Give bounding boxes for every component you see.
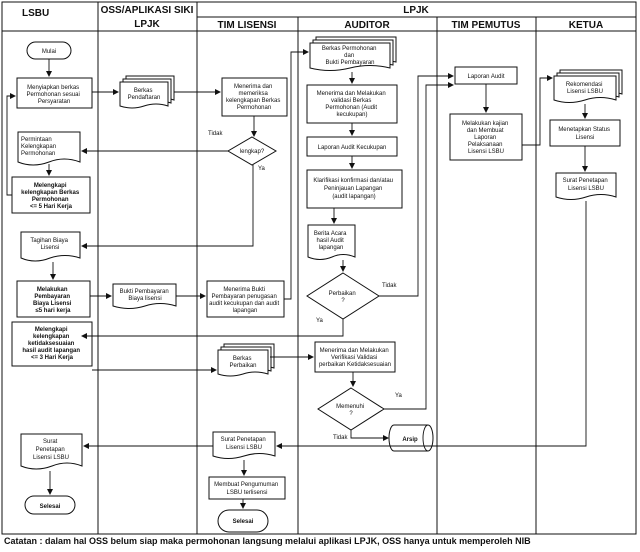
connectors — [6, 49, 588, 509]
node-lengkap-decision: lengkap? — [227, 136, 277, 166]
svg-text:Selesai: Selesai — [233, 519, 254, 525]
label-tidak-perbaikan: Tidak — [382, 283, 397, 289]
svg-text:Berkas Permohonan dan: Berkas Permohonan dan Bukti Pembayaran — [322, 46, 378, 66]
label-ya-memenuhi: Ya — [395, 393, 403, 399]
node-menerima-bukti: Menerima Bukti Pembayaran penugasan audi… — [206, 280, 285, 318]
node-perbaikan-decision: Perbaikan ? — [306, 272, 380, 320]
svg-text:Mulai: Mulai — [42, 49, 56, 55]
header-oss-sub: LPJK — [134, 19, 160, 30]
svg-text:Laporan Audit: Laporan Audit — [467, 74, 504, 80]
svg-text:Melengkapi kelengkapan: Melengkapi kelengkapan ketidaksesuaian h… — [22, 327, 81, 361]
header-auditor: AUDITOR — [344, 20, 390, 31]
svg-text:Perbaikan ?: Perbaikan ? — [329, 291, 358, 304]
node-menerima-memeriksa: Menerima dan memeriksa kelengkapan Berka… — [221, 77, 288, 117]
node-melengkapi-ketidaksesuaian: Melengkapi kelengkapan ketidaksesuaian h… — [11, 321, 93, 367]
svg-text:lengkap?: lengkap? — [240, 149, 265, 155]
svg-text:Melakukan Pembayaran: Melakukan Pembayaran Biaya Lisensi ≤5 ha… — [33, 287, 73, 314]
svg-text:Laporan Audit Kecukupan: Laporan Audit Kecukupan — [318, 145, 387, 151]
node-melakukan-pembayaran: Melakukan Pembayaran Biaya Lisensi ≤5 ha… — [16, 280, 91, 318]
node-berkas-permohonan-pembayaran: Berkas Permohonan dan Bukti Pembayaran — [309, 36, 397, 71]
svg-text:Melakukan kajian dan Mem: Melakukan kajian dan Membuat Laporan Pel… — [462, 121, 510, 155]
svg-text:Membuat Pengumuman LSBU: Membuat Pengumuman LSBU terlisensi — [214, 482, 280, 496]
svg-text:Berkas Pendaftaran: Berkas Pendaftaran — [128, 88, 161, 101]
svg-text:Berita Acara hasil Audit: Berita Acara hasil Audit lapangan — [314, 231, 348, 251]
node-selesai-tl: Selesai — [217, 509, 269, 533]
label-ya-lengkap: Ya — [258, 166, 266, 172]
svg-text:Menerima dan Melakukan v: Menerima dan Melakukan validasi Berkas P… — [317, 91, 388, 118]
node-laporan-kecukupan: Laporan Audit Kecukupan — [306, 136, 398, 157]
svg-text:Rekomendasi Lisensi LSBU: Rekomendasi Lisensi LSBU — [566, 82, 604, 95]
svg-text:Berkas Perbaikan: Berkas Perbaikan — [229, 356, 256, 369]
label-tidak-memenuhi: Tidak — [333, 435, 348, 441]
node-klarifikasi: Klarifikasi konfirmasi dan/atau Peninjau… — [306, 169, 403, 209]
node-arsip: Arsip — [388, 424, 434, 452]
node-bukti-pembayaran: Bukti Pembayaran Biaya lisensi — [112, 283, 177, 309]
node-selesai-lsbu: Selesai — [24, 495, 76, 515]
node-menyiapkan-berkas: Menyiapkan berkas Permohonan sesuai Pers… — [16, 77, 93, 109]
header-lpjk: LPJK — [403, 5, 429, 16]
svg-text:Memenuhi ?: Memenuhi ? — [336, 404, 366, 417]
svg-text:Surat Penetapan Lisensi: Surat Penetapan Lisensi LSBU — [221, 437, 268, 451]
node-mulai: Mulai — [26, 41, 72, 60]
svg-text:Permintaan Kelengkapan: Permintaan Kelengkapan Permohonan — [21, 137, 58, 157]
node-surat-penetapan-ketua: Surat Penetapan Lisensi LSBU — [555, 172, 617, 200]
svg-text:Melengkapi kelengkapan B: Melengkapi kelengkapan Berkas Permohonan… — [21, 183, 81, 210]
label-ya-perbaikan: Ya — [316, 318, 324, 324]
svg-text:Menerima dan Melakukan V: Menerima dan Melakukan Verifikasi Valida… — [319, 348, 391, 368]
node-berita-acara: Berita Acara hasil Audit lapangan — [307, 224, 356, 260]
swimlane-grid — [1, 1, 637, 535]
svg-text:Bukti Pembayaran Biaya l: Bukti Pembayaran Biaya lisensi — [120, 289, 171, 302]
node-melengkapi-kelengkapan: Melengkapi kelengkapan Berkas Permohonan… — [11, 176, 91, 214]
node-pengumuman: Membuat Pengumuman LSBU terlisensi — [208, 476, 286, 500]
svg-text:Surat Penetapan Lisensi: Surat Penetapan Lisensi LSBU — [563, 178, 610, 192]
node-memenuhi-decision: Memenuhi ? — [317, 387, 385, 431]
svg-text:Surat Penetapan Li: Surat Penetapan Lisensi LSBU — [33, 439, 69, 461]
node-permintaan-kelengkapan: Permintaan Kelengkapan Permohonan — [17, 131, 81, 166]
label-tidak-lengkap: Tidak — [208, 131, 223, 137]
node-verifikasi-validasi: Menerima dan Melakukan Verifikasi Valida… — [314, 341, 396, 373]
svg-text:Tagihan Biaya Lisensi: Tagihan Biaya Lisensi — [30, 238, 69, 251]
header-lsbu: LSBU — [22, 8, 49, 19]
header-tim-lisensi: TIM LISENSI — [218, 20, 277, 31]
node-laporan-audit: Laporan Audit — [454, 66, 518, 85]
node-rekomendasi: Rekomendasi Lisensi LSBU — [553, 69, 623, 103]
node-berkas-pendaftaran: Berkas Pendaftaran — [119, 75, 175, 109]
node-menetapkan-status: Menetapkan Status Lisensi — [549, 119, 621, 147]
node-tagihan-biaya: Tagihan Biaya Lisensi — [20, 231, 81, 262]
node-kajian: Melakukan kajian dan Membuat Laporan Pel… — [449, 113, 523, 161]
node-validasi-berkas: Menerima dan Melakukan validasi Berkas P… — [306, 84, 398, 124]
node-berkas-perbaikan: Berkas Perbaikan — [217, 343, 275, 377]
svg-text:Menerima Bukti Pembayara: Menerima Bukti Pembayaran penugasan audi… — [209, 287, 281, 314]
footnote: Catatan : dalam hal OSS belum siap maka … — [4, 536, 531, 546]
svg-text:Selesai: Selesai — [40, 504, 61, 510]
header-oss: OSS/APLIKASI SIKI — [101, 5, 194, 16]
svg-text:Klarifikasi konfirmasi dan/ata: Klarifikasi konfirmasi dan/atau Peninjau… — [313, 178, 394, 200]
svg-text:Arsip: Arsip — [402, 437, 418, 443]
node-surat-penetapan-tl: Surat Penetapan Lisensi LSBU — [212, 431, 276, 459]
header-ketua: KETUA — [569, 20, 603, 31]
svg-text:Menetapkan Status Lisens: Menetapkan Status Lisensi — [558, 127, 611, 141]
node-surat-penetapan-lsbu: Surat Penetapan Lisensi LSBU — [20, 433, 83, 470]
svg-text:Menyiapkan berkas Permoh: Menyiapkan berkas Permohonan sesuai Pers… — [26, 85, 81, 105]
svg-text:Menerima dan memeriksa: Menerima dan memeriksa kelengkapan Berka… — [226, 84, 282, 111]
header-tim-pemutus: TIM PEMUTUS — [452, 20, 521, 31]
